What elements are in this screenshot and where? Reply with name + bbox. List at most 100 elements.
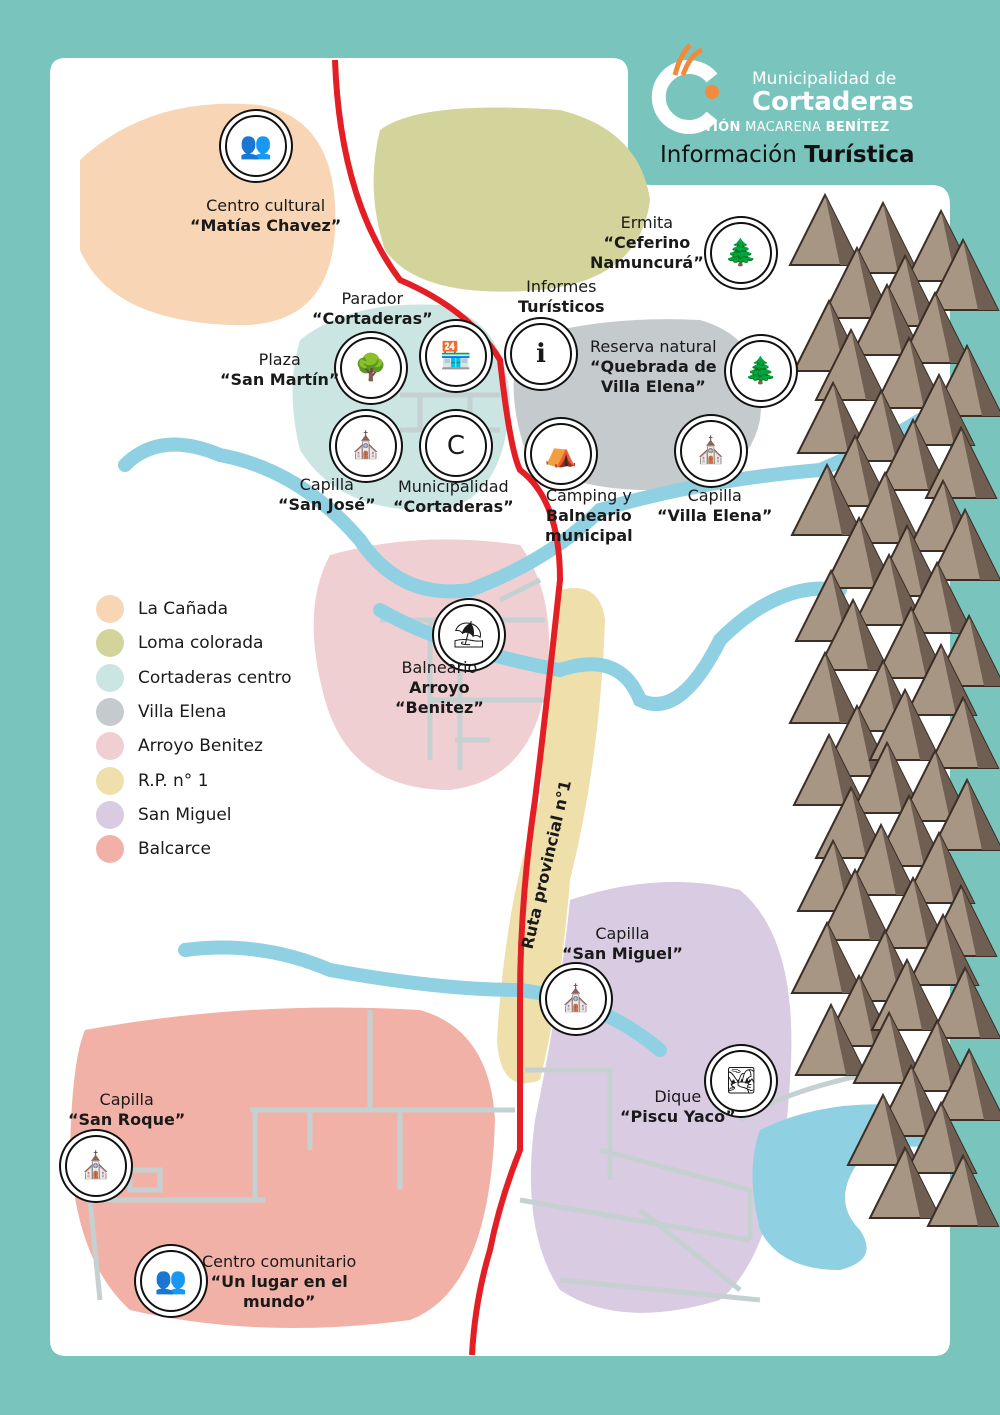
legend-label: R.P. n° 1 xyxy=(138,770,209,791)
poi-label-line2: “Quebrada de xyxy=(590,357,717,376)
poi-label-line1: Capilla xyxy=(99,1090,154,1109)
municipality-logo xyxy=(651,43,719,134)
poi-label-line3: mundo” xyxy=(242,1292,316,1311)
legend-item: Villa Elena xyxy=(96,695,292,729)
poi-marker-tent-icon[interactable]: ⛺ xyxy=(530,423,592,485)
legend-label: Balcarce xyxy=(138,839,211,860)
people-icon: 👥 xyxy=(239,131,273,161)
poi-marker-chapel-icon[interactable]: ⛪ xyxy=(680,420,742,482)
poi-label-line3: municipal xyxy=(545,526,633,545)
poi-label: Centro cultural“Matías Chavez” xyxy=(190,196,341,236)
poi-label-line2: “Matías Chavez” xyxy=(190,216,342,235)
poi-label-line1: Centro cultural xyxy=(206,196,326,215)
gestion-label: GESTIÓN xyxy=(674,120,741,135)
legend-item: Arroyo Benitez xyxy=(96,729,292,763)
legend-label: Arroyo Benitez xyxy=(138,736,263,757)
poi-label-line2: “Cortaderas” xyxy=(312,309,433,328)
header: Municipalidad de Cortaderas GESTIÓN MACA… xyxy=(628,40,950,185)
poi-marker-trees-icon[interactable]: 🌲 xyxy=(710,222,772,284)
poi-label-line1: Plaza xyxy=(258,350,301,369)
poi-label-line1: Centro comunitario xyxy=(202,1252,357,1271)
legend-item: Loma colorada xyxy=(96,626,292,660)
beach-umbrella-icon: ⛱ xyxy=(452,620,486,650)
poi-label-line1: Parador xyxy=(341,289,404,308)
legend-swatch xyxy=(96,766,124,795)
poi-label-line2: “San Roque” xyxy=(68,1110,186,1129)
legend-label: San Miguel xyxy=(138,804,232,825)
header-gestion: GESTIÓN MACARENA BENÍTEZ xyxy=(674,120,889,135)
poi-label-line2: Arroyo xyxy=(409,678,470,697)
legend-swatch xyxy=(96,698,124,727)
route-provincial-1 xyxy=(332,59,564,1356)
streets xyxy=(87,392,951,1303)
poi-label: Capilla“Villa Elena” xyxy=(657,486,772,526)
poi-label: Capilla“San José” xyxy=(278,475,376,515)
chapel-icon: ⛪ xyxy=(694,436,728,466)
legend-item: R.P. n° 1 xyxy=(96,763,292,797)
region-loma-colorada xyxy=(373,107,650,292)
page-title: Información Turística xyxy=(660,142,915,168)
poi-label: Capilla“San Roque” xyxy=(68,1090,185,1130)
poi-marker-park-bench-icon[interactable]: 🌳 xyxy=(340,337,402,399)
poi-label-line1: Capilla xyxy=(299,475,354,494)
poi-label: Parador“Cortaderas” xyxy=(312,289,433,329)
poi-marker-people-icon[interactable]: 👥 xyxy=(225,115,287,177)
title-bold: Turística xyxy=(804,142,915,168)
legend-swatch xyxy=(96,732,124,761)
poi-label: Dique“Piscu Yaco” xyxy=(620,1087,736,1127)
header-town: Cortaderas xyxy=(752,87,914,117)
poi-label-line1: Capilla xyxy=(595,924,650,943)
gestion-first-name: MACARENA xyxy=(745,120,822,135)
poi-marker-beach-umbrella-icon[interactable]: ⛱ xyxy=(438,604,500,666)
title-light: Información xyxy=(660,142,797,168)
poi-marker-dam-icon[interactable]: 🏞 xyxy=(710,1050,772,1112)
poi-label: Capilla“San Miguel” xyxy=(562,924,683,964)
poi-label-line3: Villa Elena” xyxy=(600,377,706,396)
legend-label: La Cañada xyxy=(138,599,228,620)
legend-swatch xyxy=(96,800,124,829)
poi-label-line2: “Ceferino xyxy=(603,233,691,252)
poi-label-line1: Reserva natural xyxy=(590,337,717,356)
poi-marker-market-stall-icon[interactable]: 🏪 xyxy=(425,325,487,387)
poi-label-line2: Balneario xyxy=(545,506,632,525)
info-icon: ℹ xyxy=(536,339,546,369)
chapel-icon: ⛪ xyxy=(559,984,593,1014)
header-municipality: Municipalidad de xyxy=(752,69,897,89)
legend-item: San Miguel xyxy=(96,798,292,832)
poi-label-line2: “San José” xyxy=(278,495,376,514)
poi-label: Municipalidad“Cortaderas” xyxy=(393,477,514,517)
poi-label-line3: Namuncurá” xyxy=(590,253,704,272)
poi-label-line2: “Piscu Yaco” xyxy=(620,1107,736,1126)
region-rp1 xyxy=(497,588,605,1084)
legend-item: Cortaderas centro xyxy=(96,661,292,695)
legend-label: Loma colorada xyxy=(138,633,264,654)
poi-marker-municipality-logo-icon[interactable]: C xyxy=(425,415,487,477)
poi-marker-chapel-icon[interactable]: ⛪ xyxy=(65,1135,127,1197)
poi-label-line2: “San Martín” xyxy=(220,370,340,389)
chapel-icon: ⛪ xyxy=(79,1151,113,1181)
poi-label-line1: Municipalidad xyxy=(397,477,509,496)
mountains xyxy=(788,192,1000,1227)
poi-label-line2: “Cortaderas” xyxy=(393,497,514,516)
municipality-logo-icon: C xyxy=(446,431,466,461)
poi-marker-info-icon[interactable]: ℹ xyxy=(510,323,572,385)
people-icon: 👥 xyxy=(154,1266,188,1296)
tent-icon: ⛺ xyxy=(544,439,578,469)
poi-marker-chapel-icon[interactable]: ⛪ xyxy=(335,415,397,477)
poi-marker-people-icon[interactable]: 👥 xyxy=(140,1250,202,1312)
poi-label-line2: Turísticos xyxy=(518,297,605,316)
legend-swatch xyxy=(96,663,124,692)
region-balcarce xyxy=(70,1007,495,1328)
poi-marker-chapel-icon[interactable]: ⛪ xyxy=(545,968,607,1030)
poi-marker-trees-icon[interactable]: 🌲 xyxy=(730,340,792,402)
poi-label-line2: “Villa Elena” xyxy=(657,506,773,525)
poi-label-line2: “Un lugar en el xyxy=(210,1272,348,1291)
poi-label-line3: “Benitez” xyxy=(395,698,484,717)
poi-label-line2: “San Miguel” xyxy=(562,944,683,963)
